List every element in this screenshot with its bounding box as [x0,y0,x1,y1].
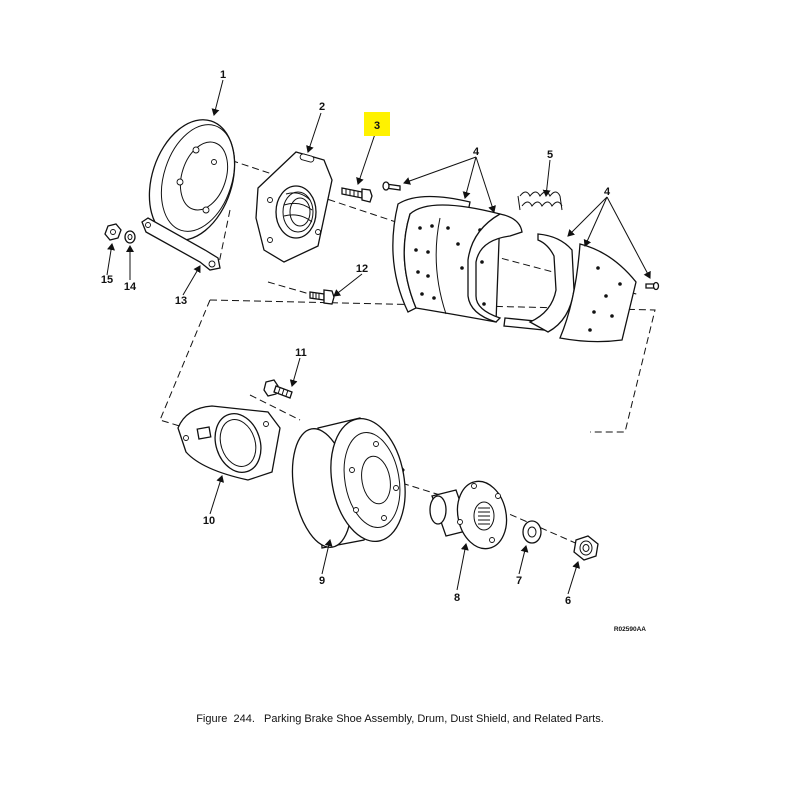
leader-lines [106,79,651,595]
callout-10: 10 [203,515,215,527]
callout-15: 15 [101,274,113,286]
part-4-rivet-left [382,181,401,191]
callout-12: 12 [356,263,368,275]
callout-3: 3 [374,120,380,132]
callout-14: 14 [124,281,137,293]
part-5-return-spring [517,191,563,211]
part-7-washer [522,520,542,544]
callout-5: 5 [547,149,553,161]
part-8-companion-flange [429,480,508,550]
part-13-lever [141,217,221,271]
part-12-bolt [309,289,335,305]
part-4-brake-shoe-left [392,195,501,323]
part-3-bolt [341,187,373,203]
figure-caption: Figure 244. Parking Brake Shoe Assembly,… [196,713,604,725]
part-2-bracket [255,151,333,263]
part-9-brake-drum [291,417,406,549]
callout-labels: 1 2 3 4 4 5 6 7 8 9 10 11 12 13 14 15 [101,69,611,607]
part-1-backing-plate [148,119,236,241]
part-14-washer [124,230,136,244]
callout-4-right: 4 [604,186,611,198]
callout-13: 13 [175,295,187,307]
callout-2: 2 [319,101,325,113]
part-6-flange-nut [573,535,599,561]
callout-7: 7 [516,575,522,587]
callout-3-highlight [364,112,390,136]
part-4-brake-shoe-right [528,233,637,343]
callout-11: 11 [295,347,307,359]
part-11-bolt [263,379,293,399]
callout-8: 8 [454,592,460,604]
callout-1: 1 [220,69,226,81]
callout-4-left: 4 [473,146,480,158]
callout-6: 6 [565,595,571,607]
callout-9: 9 [319,575,325,587]
drawing-code: R02590AA [614,626,646,633]
part-4-rivet-right [645,281,660,291]
part-15-nut [104,223,122,241]
part-10-dust-shield [177,405,281,481]
